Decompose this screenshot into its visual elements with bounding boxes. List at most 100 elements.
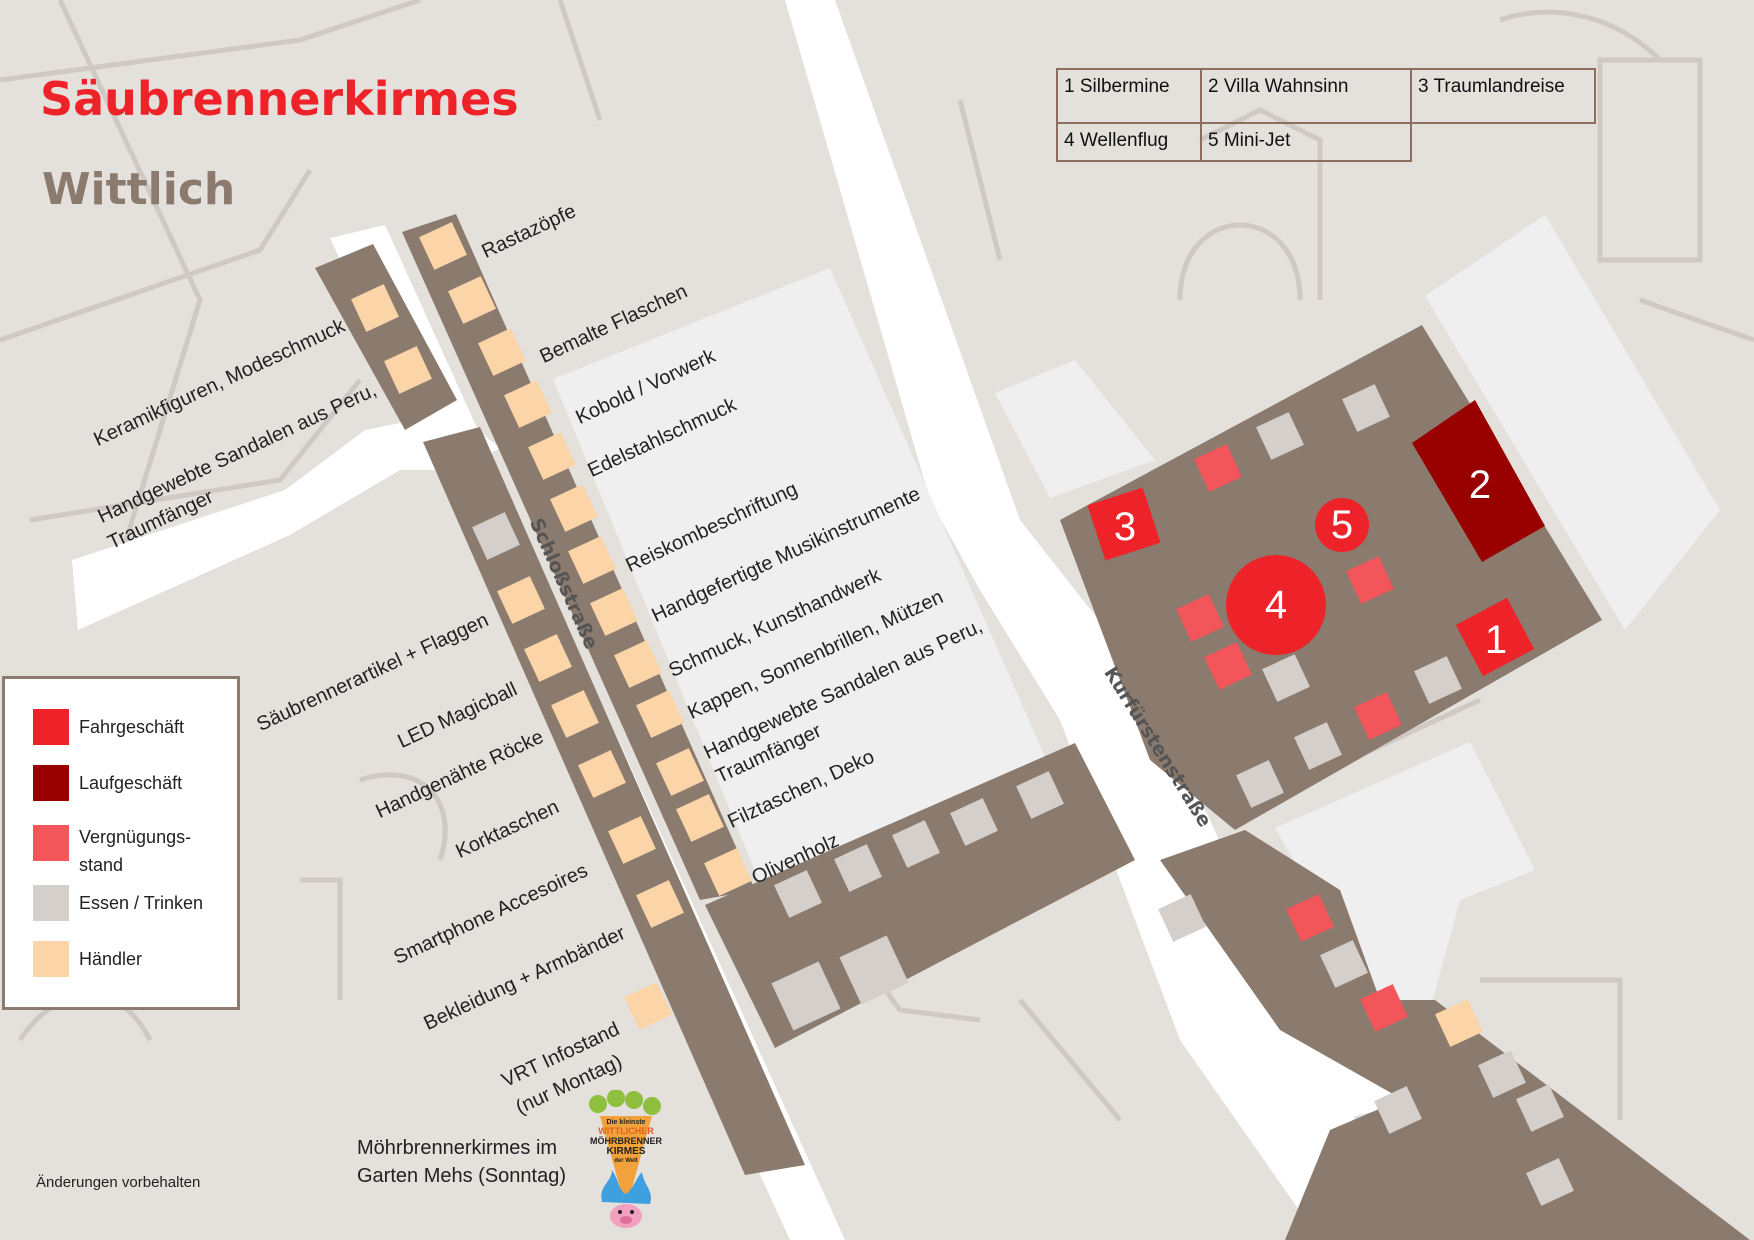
food-stand bbox=[1342, 384, 1390, 432]
food-stand bbox=[839, 935, 909, 1005]
moehrbrenner-line-2: Garten Mehs (Sonntag) bbox=[357, 1165, 566, 1187]
footnote: Änderungen vorbehalten bbox=[36, 1174, 201, 1191]
food-stand bbox=[1256, 412, 1304, 460]
ride-3-block bbox=[1087, 487, 1161, 561]
rides-cell-empty bbox=[1411, 123, 1595, 161]
page-subtitle: Wittlich bbox=[42, 164, 236, 215]
legend-label: Essen / Trinken bbox=[79, 893, 204, 913]
vendor-stand bbox=[614, 640, 662, 688]
food-stand bbox=[1374, 1086, 1422, 1134]
carrot-icon bbox=[600, 1116, 652, 1202]
vendor-stand bbox=[608, 816, 656, 864]
food-stand bbox=[1236, 760, 1284, 808]
vendor-stand bbox=[448, 276, 496, 324]
food-stand bbox=[771, 961, 841, 1031]
stand-markers bbox=[351, 222, 1574, 1206]
amusement-stand bbox=[1346, 556, 1394, 604]
logo-lettering: Die kleinste WITTLICHER MÖHRBRENNER KIRM… bbox=[590, 1119, 663, 1164]
vendor-stand bbox=[636, 880, 684, 928]
vendor-stand bbox=[656, 748, 704, 796]
vendor-stand bbox=[590, 588, 638, 636]
legend-swatch bbox=[33, 765, 69, 801]
road-side-street bbox=[72, 412, 500, 630]
vendor-stand bbox=[550, 484, 598, 532]
area-bottom bbox=[1285, 1070, 1545, 1240]
food-stand bbox=[1526, 1158, 1574, 1206]
moehrbrenner-line-1: Möhrbrennerkirmes im bbox=[357, 1137, 558, 1159]
vendor-stand bbox=[497, 576, 545, 624]
rides-cell-1: 1 Silbermine bbox=[1056, 68, 1202, 124]
food-stand bbox=[472, 512, 520, 560]
vendor-stand bbox=[504, 380, 552, 428]
amusement-stand bbox=[1354, 692, 1402, 740]
food-stand bbox=[892, 820, 940, 868]
food-stand bbox=[1516, 1084, 1564, 1132]
ride-1-block bbox=[1455, 597, 1535, 677]
legend-swatch bbox=[33, 709, 69, 745]
svg-text:MÖHRBRENNER: MÖHRBRENNER bbox=[590, 1136, 663, 1146]
legend: Fahrgeschäft Laufgeschäft Vergnügungs-st… bbox=[2, 676, 240, 1010]
ride-number-5: 5 bbox=[1330, 503, 1354, 547]
vendor-stand bbox=[704, 848, 752, 896]
rides-cell-2: 2 Villa Wahnsinn bbox=[1200, 68, 1412, 124]
vendor-stand bbox=[351, 284, 399, 332]
light-blocks bbox=[553, 215, 1720, 1010]
svg-text:Die kleinste: Die kleinste bbox=[607, 1119, 646, 1126]
legend-label: Händler bbox=[79, 949, 143, 969]
legend-swatch bbox=[33, 825, 69, 861]
amusement-stand bbox=[1286, 894, 1334, 942]
food-stand bbox=[950, 798, 998, 846]
food-stand bbox=[774, 870, 822, 918]
vendor-stand bbox=[578, 750, 626, 798]
ride-5-circle bbox=[1315, 498, 1369, 552]
vendor-stand bbox=[636, 690, 684, 738]
legend-swatch bbox=[33, 885, 69, 921]
vendor-stand bbox=[478, 328, 526, 376]
food-stand bbox=[1294, 722, 1342, 770]
food-stand bbox=[1320, 940, 1368, 988]
ride-4-circle bbox=[1226, 555, 1326, 655]
amusement-stand bbox=[1194, 444, 1242, 492]
page-title: Säubrennerkirmes bbox=[40, 72, 519, 126]
svg-text:KIRMES: KIRMES bbox=[607, 1146, 646, 1157]
vendor-stand bbox=[624, 982, 672, 1030]
amusement-stand bbox=[1176, 594, 1224, 642]
pig-icon bbox=[610, 1204, 642, 1228]
food-stand bbox=[1414, 656, 1462, 704]
rides-cell-3: 3 Traumlandreise bbox=[1410, 68, 1596, 124]
vendor-stand bbox=[676, 794, 724, 842]
vendor-stand bbox=[524, 634, 572, 682]
ride-number-4: 4 bbox=[1264, 583, 1288, 627]
vendor-stand bbox=[1435, 999, 1483, 1047]
rides-cell-5: 5 Mini-Jet bbox=[1200, 122, 1412, 162]
rides-table: 1 Silbermine 2 Villa Wahnsinn 3 Traumlan… bbox=[1056, 68, 1596, 162]
carrot-leaves-icon bbox=[589, 1090, 661, 1115]
ride-number-2: 2 bbox=[1468, 463, 1492, 507]
vendor-stand bbox=[384, 346, 432, 394]
amusement-stand bbox=[1360, 984, 1408, 1032]
food-stand bbox=[1262, 654, 1310, 702]
vendor-stand bbox=[419, 222, 467, 270]
vendor-stand bbox=[568, 536, 616, 584]
amusement-stand bbox=[1204, 642, 1252, 690]
ride-2-block bbox=[1412, 400, 1545, 562]
ride-number-3: 3 bbox=[1113, 505, 1137, 549]
flame-icon bbox=[601, 1170, 651, 1204]
vendor-stand bbox=[551, 690, 599, 738]
food-stand bbox=[1016, 771, 1064, 819]
legend-swatch bbox=[33, 941, 69, 977]
ride-number-1: 1 bbox=[1484, 618, 1508, 662]
rides-cell-4: 4 Wellenflug bbox=[1056, 122, 1202, 162]
svg-text:WITTLICHER: WITTLICHER bbox=[598, 1126, 654, 1136]
legend-label: Laufgeschäft bbox=[79, 773, 183, 793]
ride-blocks bbox=[1087, 400, 1545, 677]
food-stand bbox=[1478, 1050, 1526, 1098]
moehrbrenner-logo: Die kleinste WITTLICHER MÖHRBRENNER KIRM… bbox=[589, 1090, 663, 1228]
legend-label: Fahrgeschäft bbox=[79, 717, 185, 737]
food-stand bbox=[834, 844, 882, 892]
legend-label: Vergnügungs-stand bbox=[79, 827, 192, 875]
vendor-stand bbox=[528, 432, 576, 480]
moehrbrenner-note: Möhrbrennerkirmes im Garten Mehs (Sonnta… bbox=[357, 1134, 566, 1190]
